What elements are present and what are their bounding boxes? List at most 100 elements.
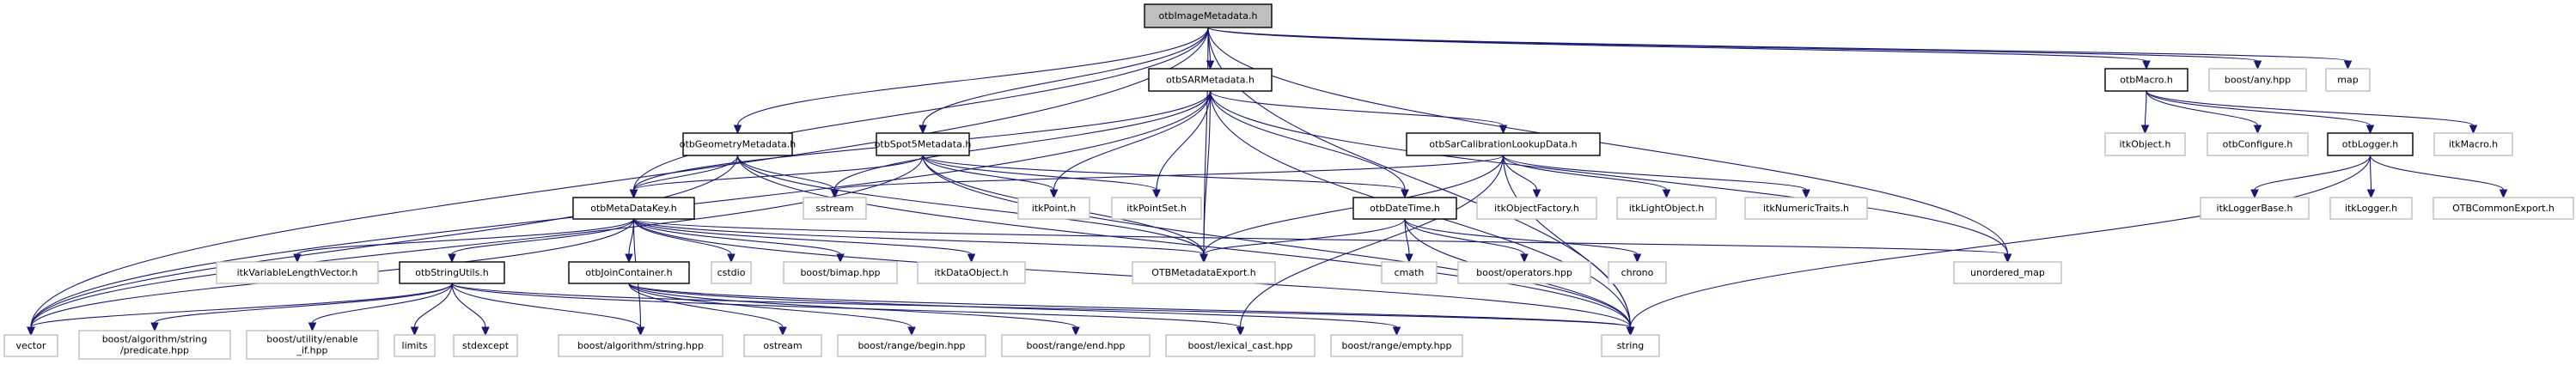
edge-otbjoincontainer-to-ostream <box>628 283 787 337</box>
arrowhead-icon <box>2469 125 2478 135</box>
arrowhead-icon <box>2343 60 2353 70</box>
edge-otbspot5metadata-to-otbmetadatakey <box>629 155 924 199</box>
node-label: otbGeometryMetadata.h <box>680 139 796 150</box>
edge-line <box>1156 90 1212 191</box>
node-chrono: chrono <box>1608 261 1667 284</box>
arrowhead-icon <box>2003 253 2012 264</box>
node-box <box>1001 334 1151 357</box>
node-otbimagemetadata-h[interactable]: otbImageMetadata.h <box>1144 3 1273 28</box>
node-otbmacro-h[interactable]: otbMacro.h <box>2104 68 2188 92</box>
node-label: otbMacro.h <box>2120 75 2173 86</box>
edge-line <box>1203 90 1212 255</box>
edge-line <box>1207 27 2259 62</box>
edge-line <box>154 283 453 324</box>
node-unordered-map: unordered_map <box>1953 261 2062 284</box>
edge-line <box>451 218 635 255</box>
node-boost-range-end-hpp: boost/range/end.hpp <box>1001 334 1151 357</box>
node-itkobjectfactory-h: itkObjectFactory.h <box>1476 197 1597 220</box>
node-otbspot5metadata-h[interactable]: otbSpot5Metadata.h <box>875 132 972 156</box>
node-label: chrono <box>1621 267 1654 278</box>
edge-line <box>30 155 924 328</box>
edge-otbdatetime-to-boostoperators <box>1404 218 1529 264</box>
edge-line <box>833 155 1505 191</box>
edge-line <box>628 283 784 328</box>
node-otbstringutils-h[interactable]: otbStringUtils.h <box>399 261 505 284</box>
node-label: vector <box>16 340 46 351</box>
node-label: otbMetaDataKey.h <box>590 203 676 214</box>
node-box <box>1744 197 1868 220</box>
edge-otbspot5metadata-to-itkpoint <box>922 155 1059 199</box>
edge-line <box>1207 27 2009 255</box>
edge-otbspot5metadata-to-itkpointset <box>922 155 1161 199</box>
node-box <box>1601 334 1660 357</box>
edge-otbimagemetadata-to-map <box>1207 27 2353 70</box>
edge-line <box>311 283 453 324</box>
node-box <box>1608 261 1667 284</box>
node-label: itkMacro.h <box>2449 139 2498 150</box>
edge-line <box>30 155 739 328</box>
edge-otbstringutils-to-limits <box>410 283 453 337</box>
node-otbjoincontainer-h[interactable]: otbJoinContainer.h <box>568 261 690 284</box>
edge-line <box>2254 155 2372 191</box>
node-boost-algorithm-string-predicate-hpp: boost/algorithm/string/predicate.hpp <box>78 330 231 360</box>
edge-line <box>1203 218 1406 255</box>
node-otblogger-h[interactable]: otbLogger.h <box>2327 132 2414 156</box>
edge-line <box>632 218 732 255</box>
node-label: itkNumericTraits.h <box>1763 203 1849 214</box>
arrowhead-icon <box>1499 125 1508 135</box>
arrowhead-icon <box>1392 326 1401 337</box>
edge-line <box>1207 27 2349 62</box>
edge-otbimagemetadata-to-otbgeometrymetadata <box>733 27 1209 135</box>
edge-line <box>451 283 1632 328</box>
arrowhead-icon <box>2142 60 2151 70</box>
node-otbconfigure-h: otbConfigure.h <box>2207 132 2309 156</box>
edge-line <box>1203 27 1209 255</box>
node-label: /predicate.hpp <box>120 345 189 356</box>
edge-otbstringutils-to-algostring <box>451 283 645 337</box>
node-otbsarmetadata-h[interactable]: otbSARMetadata.h <box>1148 68 1273 92</box>
node-boost-range-empty-hpp: boost/range/empty.hpp <box>1330 334 1463 357</box>
edge-otbmetadatakey-to-itkvariablelengthvector <box>293 218 635 264</box>
node-otbdatetime-h[interactable]: otbDateTime.h <box>1352 197 1457 220</box>
edge-line <box>632 218 1205 255</box>
edge-otbstringutils-to-stdexcept <box>451 283 490 337</box>
node-label: otbJoinContainer.h <box>585 267 672 278</box>
edge-otbmetadatakey-to-unordered-map <box>632 218 2012 264</box>
node-label: otbLogger.h <box>2342 139 2398 150</box>
node-box <box>682 132 793 156</box>
node-label: otbDateTime.h <box>1370 203 1440 214</box>
edge-line <box>632 218 2009 255</box>
node-otbmetadatakey-h[interactable]: otbMetaDataKey.h <box>572 197 695 220</box>
edge-otbjoincontainer-to-rangeend <box>628 283 1080 337</box>
edge-line <box>632 218 973 255</box>
node-box <box>2207 132 2309 156</box>
arrowhead-icon <box>2366 189 2376 199</box>
node-sstream: sstream <box>803 197 867 220</box>
node-box <box>743 334 822 357</box>
edge-line <box>1404 218 1525 255</box>
edge-otbdatetime-to-chrono <box>1404 218 1642 264</box>
node-otbsarcalibrationlookupdata-h[interactable]: otbSarCalibrationLookupData.h <box>1406 132 1601 156</box>
node-otbgeometrymetadata-h[interactable]: otbGeometryMetadata.h <box>680 132 796 156</box>
arrowhead-icon <box>836 253 845 264</box>
edge-otbimagemetadata-to-unordered-map <box>1207 27 2012 264</box>
edge-line <box>628 283 1632 328</box>
node-label: boost/range/empty.hpp <box>1341 340 1451 351</box>
arrowhead-icon <box>1626 326 1635 337</box>
node-label: limits <box>402 340 428 351</box>
arrowhead-icon <box>1049 189 1059 199</box>
node-label: itkDataObject.h <box>934 267 1008 278</box>
node-boost-operators-hpp: boost/operators.hpp <box>1457 261 1591 284</box>
edge-otbmetadatakey-to-cstdio <box>632 218 736 264</box>
edge-line <box>632 155 924 191</box>
node-label: itkPointSet.h <box>1126 203 1187 214</box>
arrowhead-icon <box>1071 326 1080 337</box>
edge-line <box>1053 90 1212 191</box>
node-label: itkVariableLengthVector.h <box>237 267 358 278</box>
node-stdexcept: stdexcept <box>453 334 518 357</box>
edge-otbgeometrymetadata-to-sstream <box>736 155 839 199</box>
node-label: string <box>1617 340 1645 351</box>
node-boost-any-hpp: boost/any.hpp <box>2208 68 2307 92</box>
edge-otbgeometrymetadata-to-vector <box>27 155 739 337</box>
node-box <box>3 334 58 357</box>
